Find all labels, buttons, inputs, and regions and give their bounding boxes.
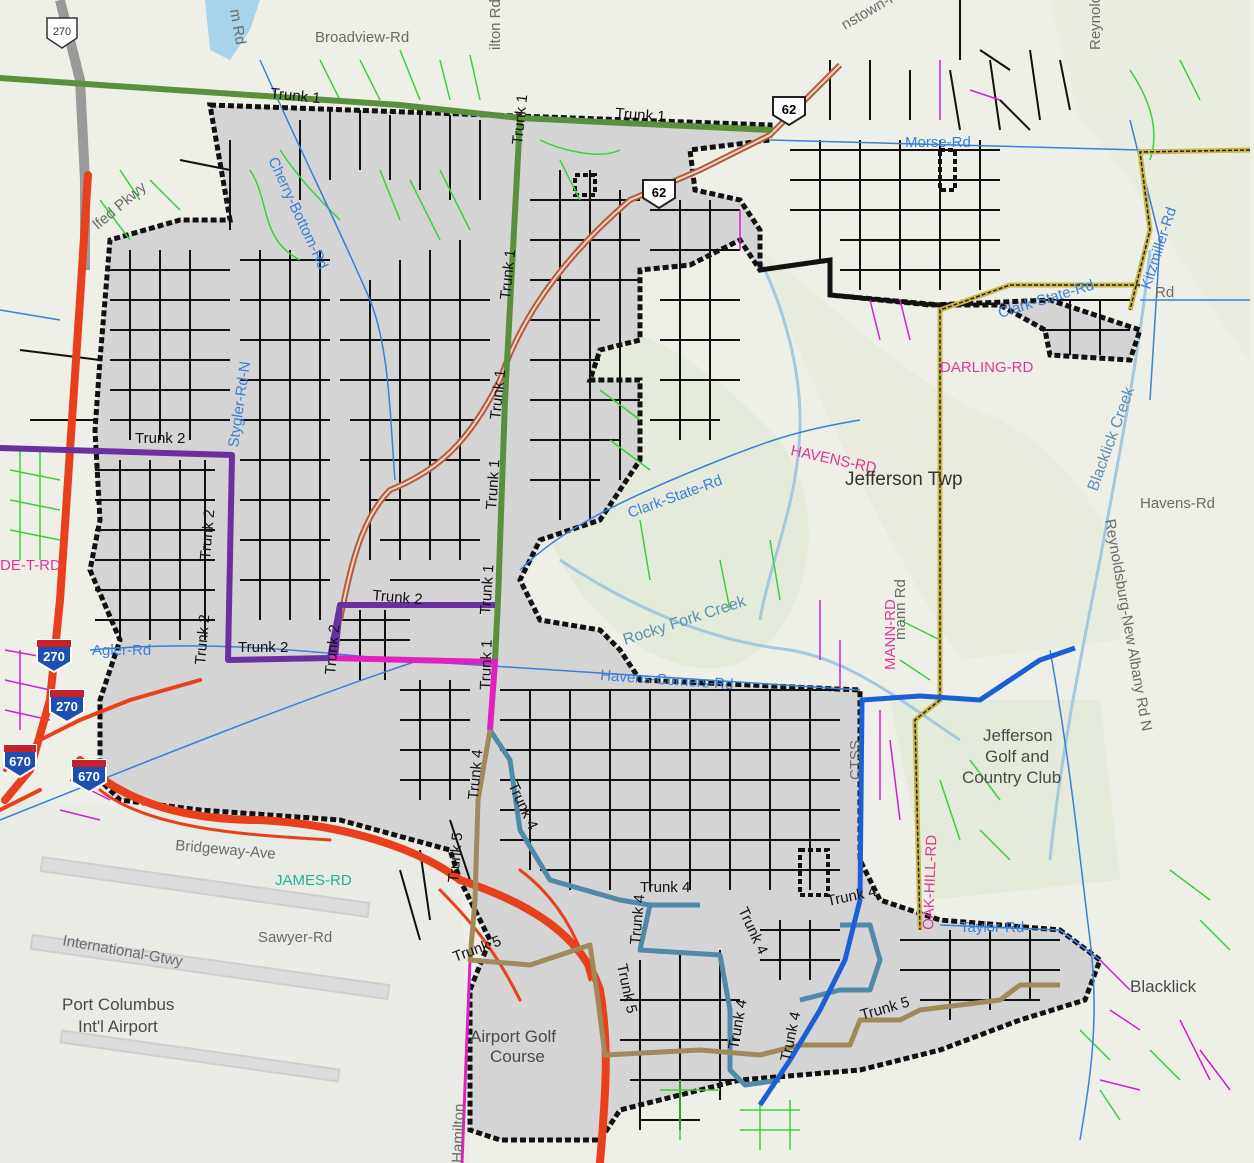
trunk-4-line xyxy=(487,728,883,1088)
label-taylor-rd: Taylor-Rd xyxy=(960,919,1024,936)
label-blacklick: Blacklick xyxy=(1130,977,1197,996)
label-reynoldsburg-top: Reynoldsb xyxy=(1087,0,1104,50)
us-62-line-core xyxy=(339,64,841,621)
label-havens-rd: Havens-Rd xyxy=(1140,495,1215,512)
label-trunk-1-v3: Trunk 1 xyxy=(487,369,509,421)
trunk-1-line xyxy=(0,75,773,663)
airport-runways xyxy=(29,855,391,1083)
label-trunk-1-v2: Trunk 1 xyxy=(497,249,519,301)
label-trunk-2-c: Trunk 2 xyxy=(192,614,213,666)
label-port-columbus-2: Int'l Airport xyxy=(78,1017,158,1036)
label-trunk-2-f: Trunk 2 xyxy=(372,587,424,608)
label-det-rd: DE-T-RD xyxy=(0,557,61,574)
label-trunk-1-v4: Trunk 1 xyxy=(483,459,503,510)
svg-text:270: 270 xyxy=(53,26,71,38)
label-james-rd: JAMES-RD xyxy=(275,872,352,889)
label-darling-rd: DARLING-RD xyxy=(940,359,1034,376)
label-trunk-1-mid: Trunk 1 xyxy=(615,105,666,125)
label-trunk-1-v5: Trunk 1 xyxy=(477,564,497,615)
label-jefferson-golf: Jefferson xyxy=(983,726,1053,745)
label-trunk-4-c: Trunk 4 xyxy=(627,894,648,946)
label-hamilton-top: ilton Rd xyxy=(487,0,504,50)
pocket-boundary xyxy=(573,173,597,197)
label-trunk-4-a: Trunk 4 xyxy=(465,749,486,801)
label-jefferson-golf-2: Golf and xyxy=(985,747,1049,766)
svg-text:670: 670 xyxy=(9,754,31,769)
trunk-2-line xyxy=(0,445,495,663)
label-port-columbus: Port Columbus xyxy=(62,995,174,1014)
svg-text:62: 62 xyxy=(652,185,666,200)
label-trunk-5-a: Trunk 5 xyxy=(445,832,466,884)
label-rd-east: Rd xyxy=(1155,284,1174,301)
label-morse-rd: Morse-Rd xyxy=(905,134,971,151)
pocket-boundary xyxy=(798,848,830,897)
pink-connectors xyxy=(329,655,499,1163)
svg-text:670: 670 xyxy=(78,769,100,784)
laterals xyxy=(19,0,1071,941)
shield-us62-a: 62 xyxy=(772,96,806,127)
shield-270-a: 270 xyxy=(36,639,72,674)
label-trunk-1-top: Trunk 1 xyxy=(270,85,322,107)
magenta-lines xyxy=(4,60,1231,1091)
local-streets xyxy=(95,110,1130,1130)
water-layer xyxy=(205,0,260,60)
label-sawyer-rd: Sawyer-Rd xyxy=(258,929,332,946)
label-airport-golf-2: Course xyxy=(490,1047,545,1066)
township-line-core xyxy=(914,149,1251,931)
shield-us62-b: 62 xyxy=(642,179,676,210)
shield-270-b: 270 xyxy=(49,689,85,724)
label-trunk-2-b: Trunk 2 xyxy=(197,509,218,561)
label-trunk-4-d: Trunk 4 xyxy=(640,879,690,896)
label-jefferson-twp: Jefferson Twp xyxy=(845,469,963,490)
label-agler-rd: Agler-Rd xyxy=(92,642,151,659)
trunk-5-line xyxy=(467,729,1060,1058)
shield-270-top: 270 xyxy=(46,17,78,49)
label-broadview-rd: Broadview-Rd xyxy=(315,29,409,46)
ctss-line xyxy=(757,645,1076,1107)
label-airport-golf: Airport Golf xyxy=(470,1027,556,1046)
label-jefferson-golf-3: Country Club xyxy=(962,768,1061,787)
label-trunk-2-e: Trunk 2 xyxy=(322,624,343,676)
svg-text:270: 270 xyxy=(43,649,65,664)
label-hamilton-rd: Hamilton xyxy=(449,1103,468,1163)
label-trunk-1-v1: Trunk 1 xyxy=(509,94,531,146)
label-trunk-2-a: Trunk 2 xyxy=(135,430,185,447)
green-lines xyxy=(9,49,1231,1150)
shield-670-a: 670 xyxy=(3,744,37,779)
svg-text:270: 270 xyxy=(56,699,78,714)
label-ctss: CTSS xyxy=(847,740,864,780)
label-mann-rd-lower: mann Rd xyxy=(892,579,909,640)
label-trunk-2-d: Trunk 2 xyxy=(238,639,288,656)
label-mann-rd: MANN-RD xyxy=(882,599,899,670)
label-oak-hill-rd: OAK-HILL-RD xyxy=(920,834,940,930)
label-trunk-1-v6: Trunk 1 xyxy=(477,639,496,690)
label-m-rd: m Rd xyxy=(226,8,249,46)
shield-670-b: 670 xyxy=(71,759,107,794)
svg-text:62: 62 xyxy=(782,102,796,117)
creek-lines xyxy=(559,249,1152,861)
